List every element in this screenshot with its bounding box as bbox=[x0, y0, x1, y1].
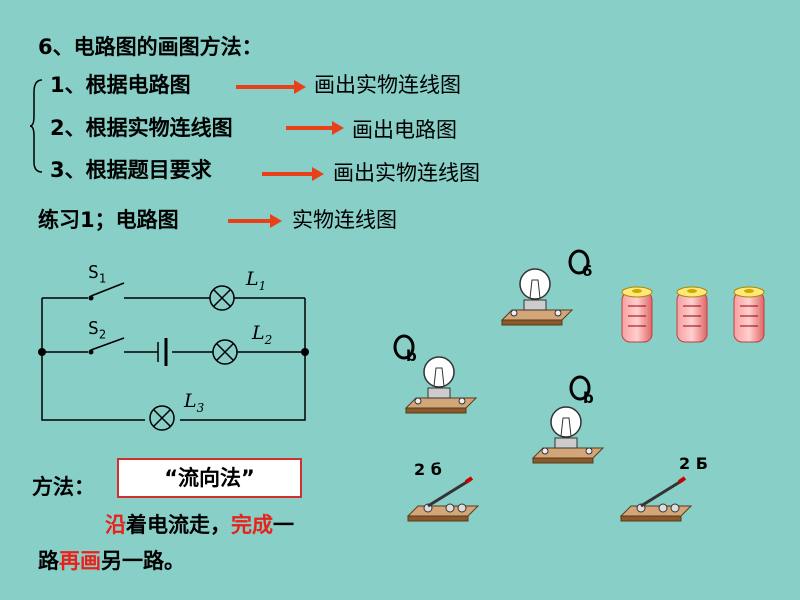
step-3-left: 3、根据题目要求 bbox=[50, 158, 212, 182]
method-box: “流向法” bbox=[117, 458, 302, 498]
battery-1 bbox=[621, 286, 653, 343]
method-desc-line2: 路再画另一路。 bbox=[38, 549, 185, 573]
method-label: 方法： bbox=[32, 475, 95, 499]
label-l3: L3 bbox=[184, 390, 205, 415]
switch-right bbox=[621, 478, 691, 521]
bulb-top bbox=[502, 269, 572, 325]
step-2-right: 画出电路图 bbox=[352, 118, 457, 142]
heading: 6、电路图的画图方法： bbox=[38, 35, 263, 59]
step-1-arrow bbox=[236, 80, 306, 94]
step-2-left: 2、根据实物连线图 bbox=[50, 116, 233, 140]
switch-left bbox=[408, 478, 478, 521]
step-3-arrow bbox=[262, 167, 324, 181]
label-s1: S1 bbox=[88, 262, 107, 286]
bulb-mid-mark: b bbox=[583, 389, 594, 407]
bulb-left bbox=[406, 357, 476, 413]
step-3-right: 画出实物连线图 bbox=[333, 161, 480, 185]
bulb-left-mark: b bbox=[406, 347, 417, 365]
battery-2 bbox=[676, 286, 708, 343]
method-desc-line1: 沿着电流走，完成一 bbox=[105, 513, 294, 537]
bulb-mid bbox=[533, 407, 603, 463]
label-s2: S2 bbox=[88, 318, 107, 342]
exercise-right: 实物连线图 bbox=[292, 208, 397, 232]
bracket bbox=[29, 79, 43, 173]
label-l2: L2 bbox=[252, 322, 273, 347]
step-2-arrow bbox=[286, 121, 344, 135]
switch-right-mark: 2 Б bbox=[679, 454, 708, 473]
exercise-arrow bbox=[228, 214, 282, 228]
step-1-right: 画出实物连线图 bbox=[314, 73, 461, 97]
switch-left-mark: 2 б bbox=[414, 460, 442, 479]
bulb-top-mark: 6 bbox=[582, 262, 593, 280]
step-1-left: 1、根据电路图 bbox=[50, 73, 191, 97]
label-l1: L1 bbox=[246, 268, 267, 293]
exercise-left: 练习1；电路图 bbox=[38, 208, 179, 232]
battery-3 bbox=[733, 286, 765, 343]
